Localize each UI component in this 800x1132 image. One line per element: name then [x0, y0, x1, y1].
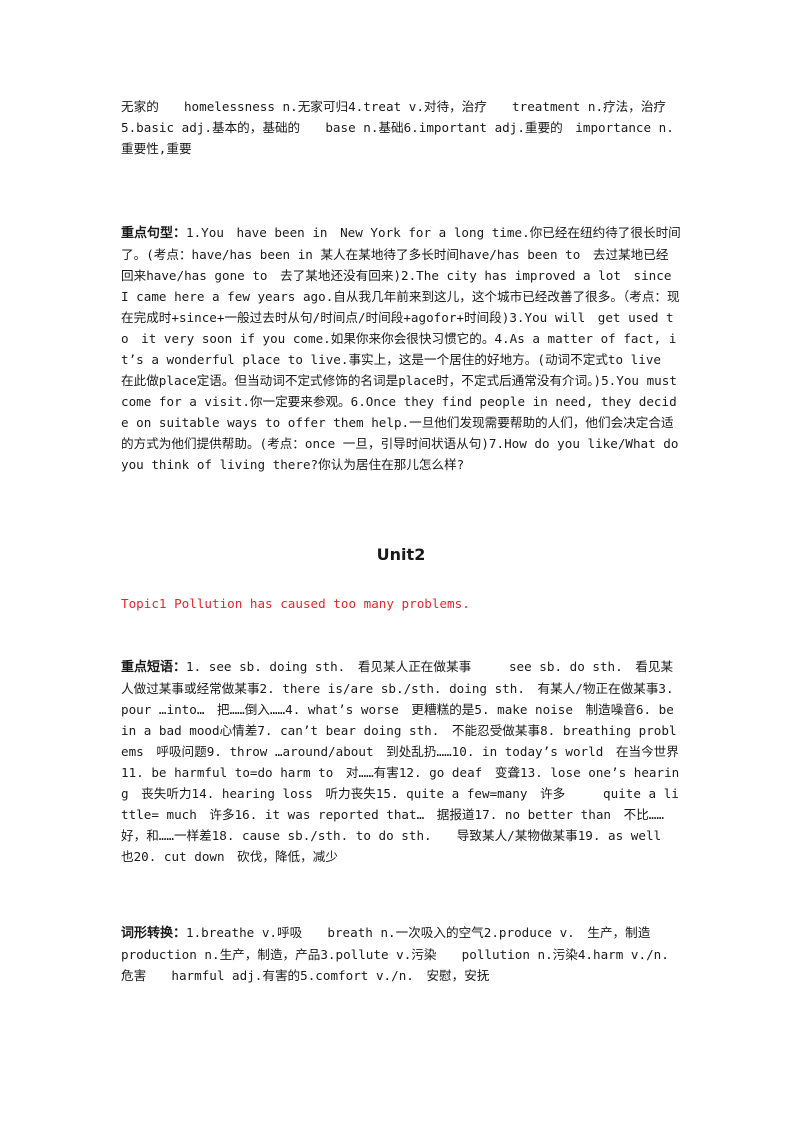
- key-phrases-text: 1. see sb. doing sth. 看见某人正在做某事 see sb. …: [121, 659, 680, 864]
- word-forms-continued-paragraph: 无家的 homelessness n.无家可归4.treat v.对待，治疗 t…: [121, 96, 681, 159]
- word-forms-paragraph: 词形转换：1.breathe v.呼吸 breath n.一次吸入的空气2.pr…: [121, 922, 681, 986]
- key-sentences-text: 1.You have been in New York for a long t…: [121, 225, 684, 472]
- key-sentences-label: 重点句型：: [121, 226, 187, 241]
- word-forms-continued-text: 无家的 homelessness n.无家可归4.treat v.对待，治疗 t…: [121, 99, 674, 156]
- spacer: [121, 566, 681, 593]
- spacer: [121, 159, 681, 222]
- word-forms-label: 词形转换：: [121, 926, 187, 941]
- key-phrases-paragraph: 重点短语：1. see sb. doing sth. 看见某人正在做某事 see…: [121, 656, 681, 867]
- unit-title: Unit2: [376, 545, 426, 564]
- spacer: [121, 475, 681, 544]
- spacer: [121, 867, 681, 922]
- spacer: [121, 614, 681, 656]
- key-phrases-label: 重点短语：: [121, 660, 187, 675]
- word-forms-text: 1.breathe v.呼吸 breath n.一次吸入的空气2.produce…: [121, 925, 682, 983]
- document-page: 无家的 homelessness n.无家可归4.treat v.对待，治疗 t…: [121, 96, 684, 986]
- key-sentences-paragraph: 重点句型：1.You have been in New York for a l…: [121, 222, 684, 475]
- topic-title: Topic1 Pollution has caused too many pro…: [121, 596, 470, 611]
